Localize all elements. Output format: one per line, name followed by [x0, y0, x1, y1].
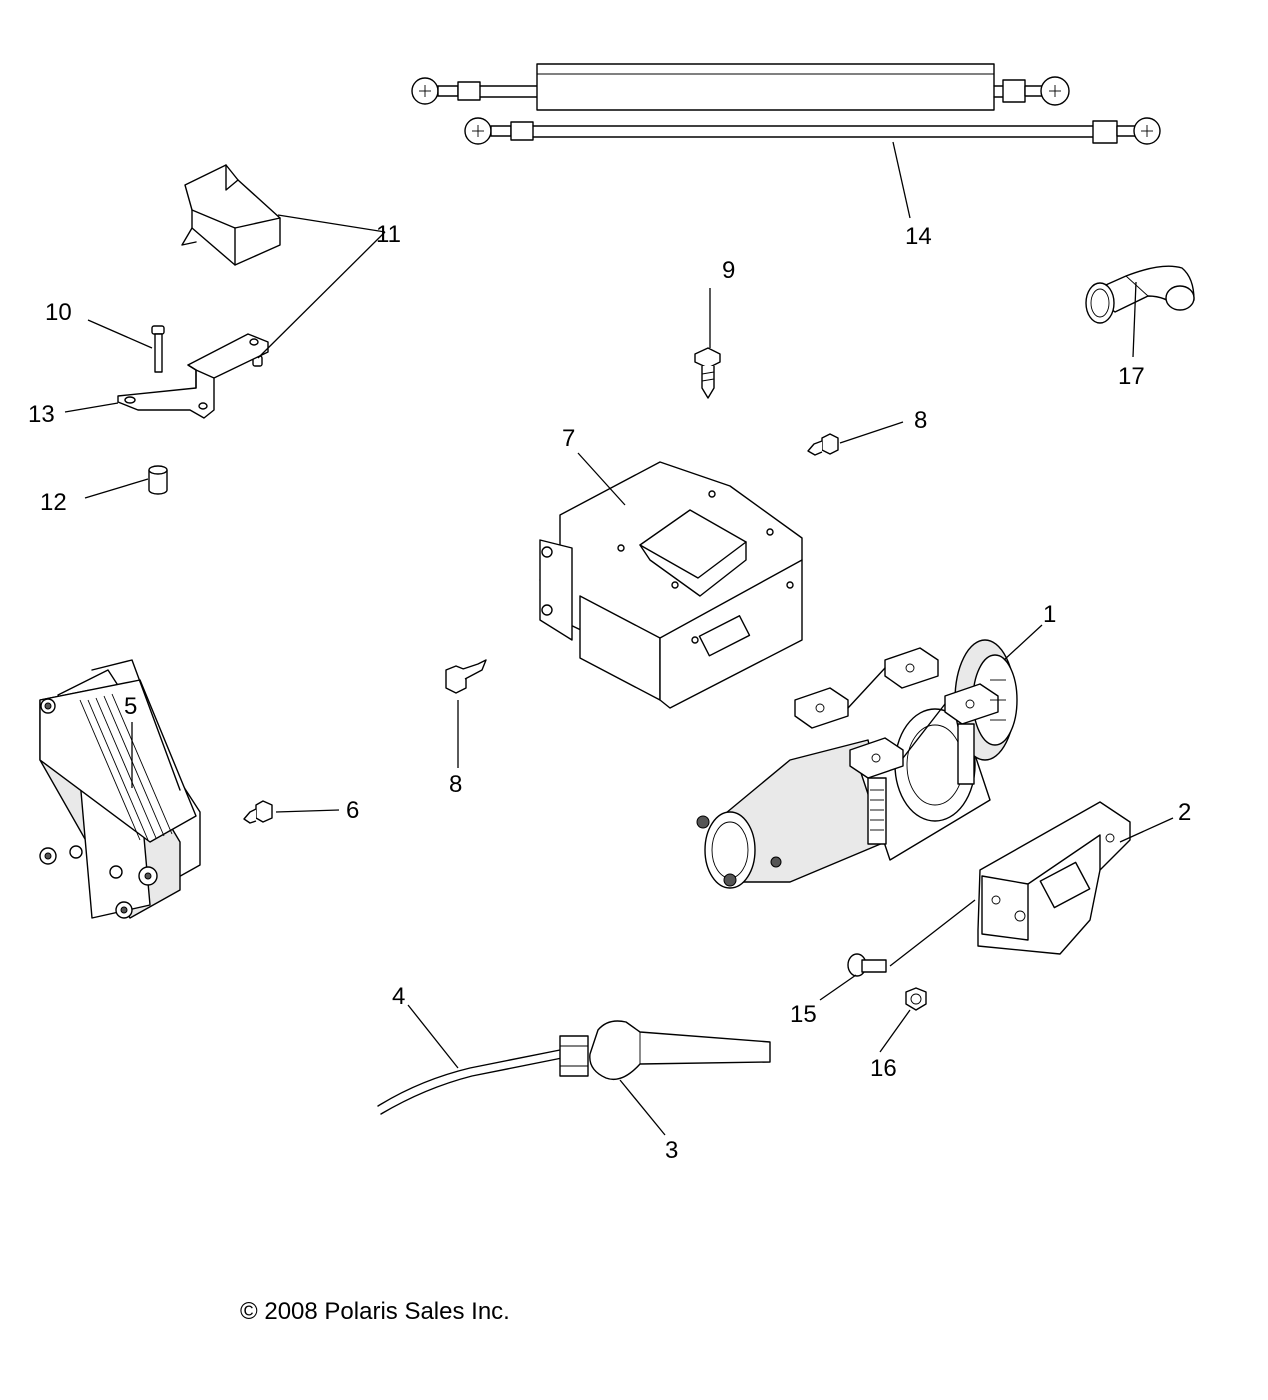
callout-8-upper: 8	[914, 407, 927, 434]
callout-16: 16	[870, 1055, 897, 1082]
leader-lines	[64, 141, 1174, 1136]
callout-5: 5	[124, 693, 137, 720]
part-6-bolt	[243, 800, 273, 824]
part-10-bolt	[151, 325, 165, 373]
callout-numbers: 1 2 3 4 5 6 7 8 8 9 10 11 12 13 14 15 16…	[28, 221, 1191, 1164]
copyright-text: 2008 Polaris Sales Inc.	[264, 1298, 510, 1325]
callout-4: 4	[392, 983, 405, 1010]
callout-9: 9	[722, 257, 735, 284]
copyright-footer: © 2008 Polaris Sales Inc.	[240, 1298, 510, 1326]
callout-11: 11	[376, 221, 401, 248]
part-11-relay	[181, 164, 281, 367]
part-15-bolt	[847, 953, 887, 977]
callout-13: 13	[28, 401, 55, 428]
part-12-spacer	[148, 465, 168, 495]
callout-3: 3	[665, 1137, 678, 1164]
part-13-bracket	[117, 333, 269, 419]
part-7-winch-mount	[539, 461, 803, 709]
callout-7: 7	[562, 425, 575, 452]
part-4-cable	[377, 1049, 563, 1115]
callout-1: 1	[1043, 601, 1056, 628]
part-14-battery-cables	[411, 63, 1161, 145]
part-2-fairlead-bracket	[977, 801, 1131, 955]
part-3-hook	[559, 1020, 771, 1081]
part-1-winch	[696, 639, 1018, 889]
part-8-bolt-lower	[445, 659, 487, 694]
callout-12: 12	[40, 489, 67, 516]
callout-14: 14	[905, 223, 932, 250]
part-9-bolt	[694, 347, 721, 399]
part-5-contactor	[39, 659, 201, 919]
part-16-nut	[905, 987, 927, 1011]
callout-2: 2	[1178, 799, 1191, 826]
callout-17: 17	[1118, 363, 1145, 390]
callout-6: 6	[346, 797, 359, 824]
callout-15: 15	[790, 1001, 817, 1028]
part-8-bolt-upper	[807, 433, 839, 456]
callout-8-lower: 8	[449, 771, 462, 798]
callout-10: 10	[45, 299, 72, 326]
copyright-symbol: ©	[240, 1298, 258, 1325]
part-17-fitting	[1085, 265, 1195, 324]
